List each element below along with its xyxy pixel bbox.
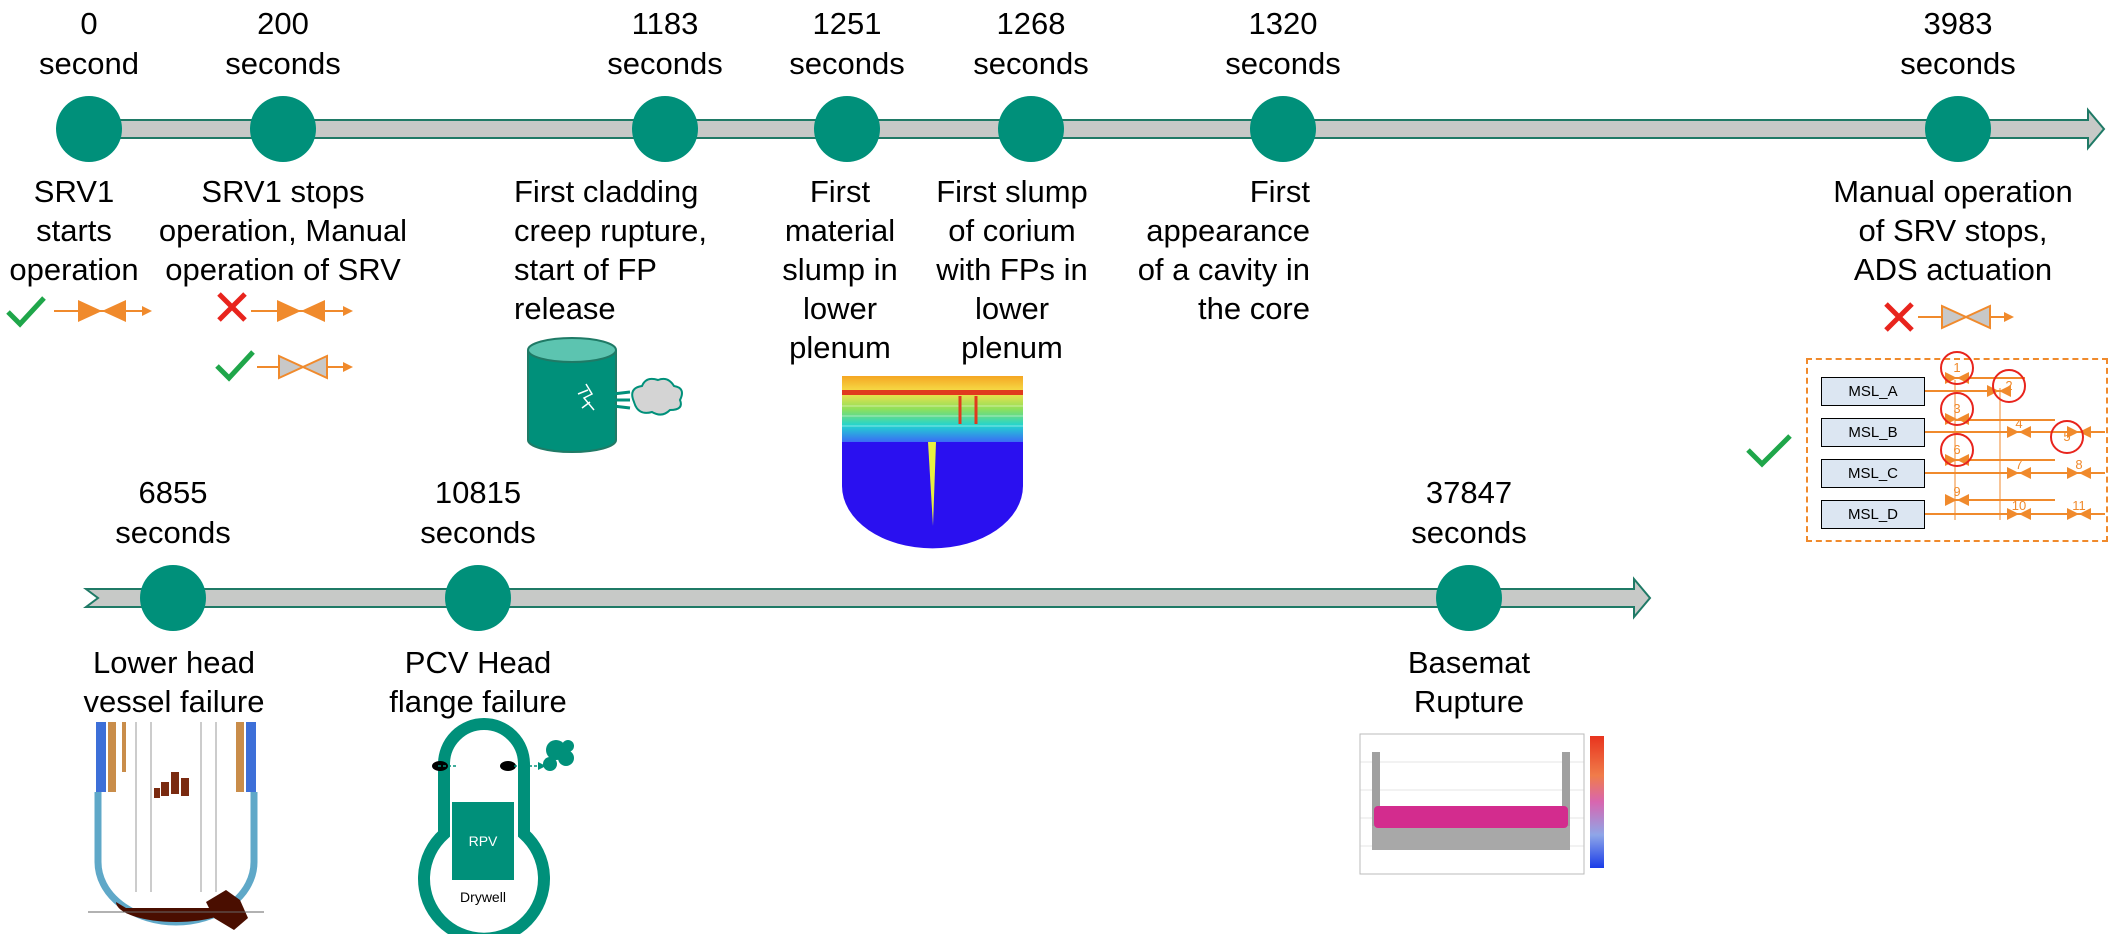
- valve-number: 10: [2012, 498, 2026, 513]
- msl-panel: [1806, 358, 2108, 542]
- rpv-label: RPV: [469, 833, 498, 849]
- valve-number: 7: [2015, 457, 2022, 472]
- msl-valve-network: 1 2 3 4 5 6 7 8 9 10 11: [1925, 351, 2105, 520]
- valve-number: 3: [1953, 401, 1960, 416]
- srv1-status-closed: [217, 292, 353, 322]
- timeline-node-10815: [445, 565, 511, 631]
- valve-icon: [277, 300, 301, 322]
- timeline-node-200: [250, 96, 316, 162]
- msl-line-b: MSL_B: [1821, 418, 1925, 447]
- timeline-node-0: [56, 96, 122, 162]
- core-slump-plot: [842, 376, 1023, 549]
- drywell-label: Drywell: [460, 889, 506, 905]
- valve-icon: [78, 300, 102, 322]
- timeline-node-1268: [998, 96, 1064, 162]
- valve-icon: [1941, 304, 1969, 330]
- ads-status-open: [1746, 434, 1792, 468]
- fuel-cylinder-icon: [527, 337, 683, 453]
- check-icon: [1746, 434, 1792, 468]
- flange-seal: [500, 761, 516, 771]
- valve-number: 9: [1953, 484, 1960, 499]
- valve-number: 2: [2005, 378, 2012, 393]
- check-icon: [6, 296, 46, 328]
- cross-icon: [1884, 302, 1914, 332]
- timeline-node-37847: [1436, 565, 1502, 631]
- top-axis-arrow: [61, 107, 2106, 151]
- valve-number: 4: [2015, 416, 2022, 431]
- check-icon: [215, 350, 255, 382]
- valve-number: 5: [2063, 429, 2070, 444]
- manual-srv-status-closed: [1884, 302, 2014, 332]
- valve-icon: [278, 354, 306, 380]
- timeline-node-1183: [632, 96, 698, 162]
- timeline-node-3983: [1925, 96, 1991, 162]
- cloud-icon: [631, 377, 683, 416]
- timeline-node-1251: [814, 96, 880, 162]
- valve-number: 1: [1953, 360, 1960, 375]
- bottom-axis-arrow: [83, 576, 1652, 620]
- pcv-diagram: RPV Drywell: [418, 718, 574, 934]
- msl-line-c: MSL_C: [1821, 459, 1925, 488]
- srv-status-open: [6, 296, 152, 328]
- lower-head-failure-plot: [88, 722, 264, 930]
- timeline-node-1320: [1250, 96, 1316, 162]
- color-bar: [1590, 736, 1604, 868]
- basemat-rupture-plot: [1359, 733, 1604, 875]
- manual-srv-status-open: [215, 350, 353, 382]
- msl-line-d: MSL_D: [1821, 500, 1925, 529]
- msl-line-a: MSL_A: [1821, 377, 1925, 406]
- valve-number: 11: [2072, 498, 2086, 513]
- valve-number: 6: [1953, 442, 1960, 457]
- timeline-node-6855: [140, 565, 206, 631]
- valve-number: 8: [2075, 457, 2082, 472]
- rpv-block: [452, 802, 514, 880]
- cross-icon: [217, 292, 247, 322]
